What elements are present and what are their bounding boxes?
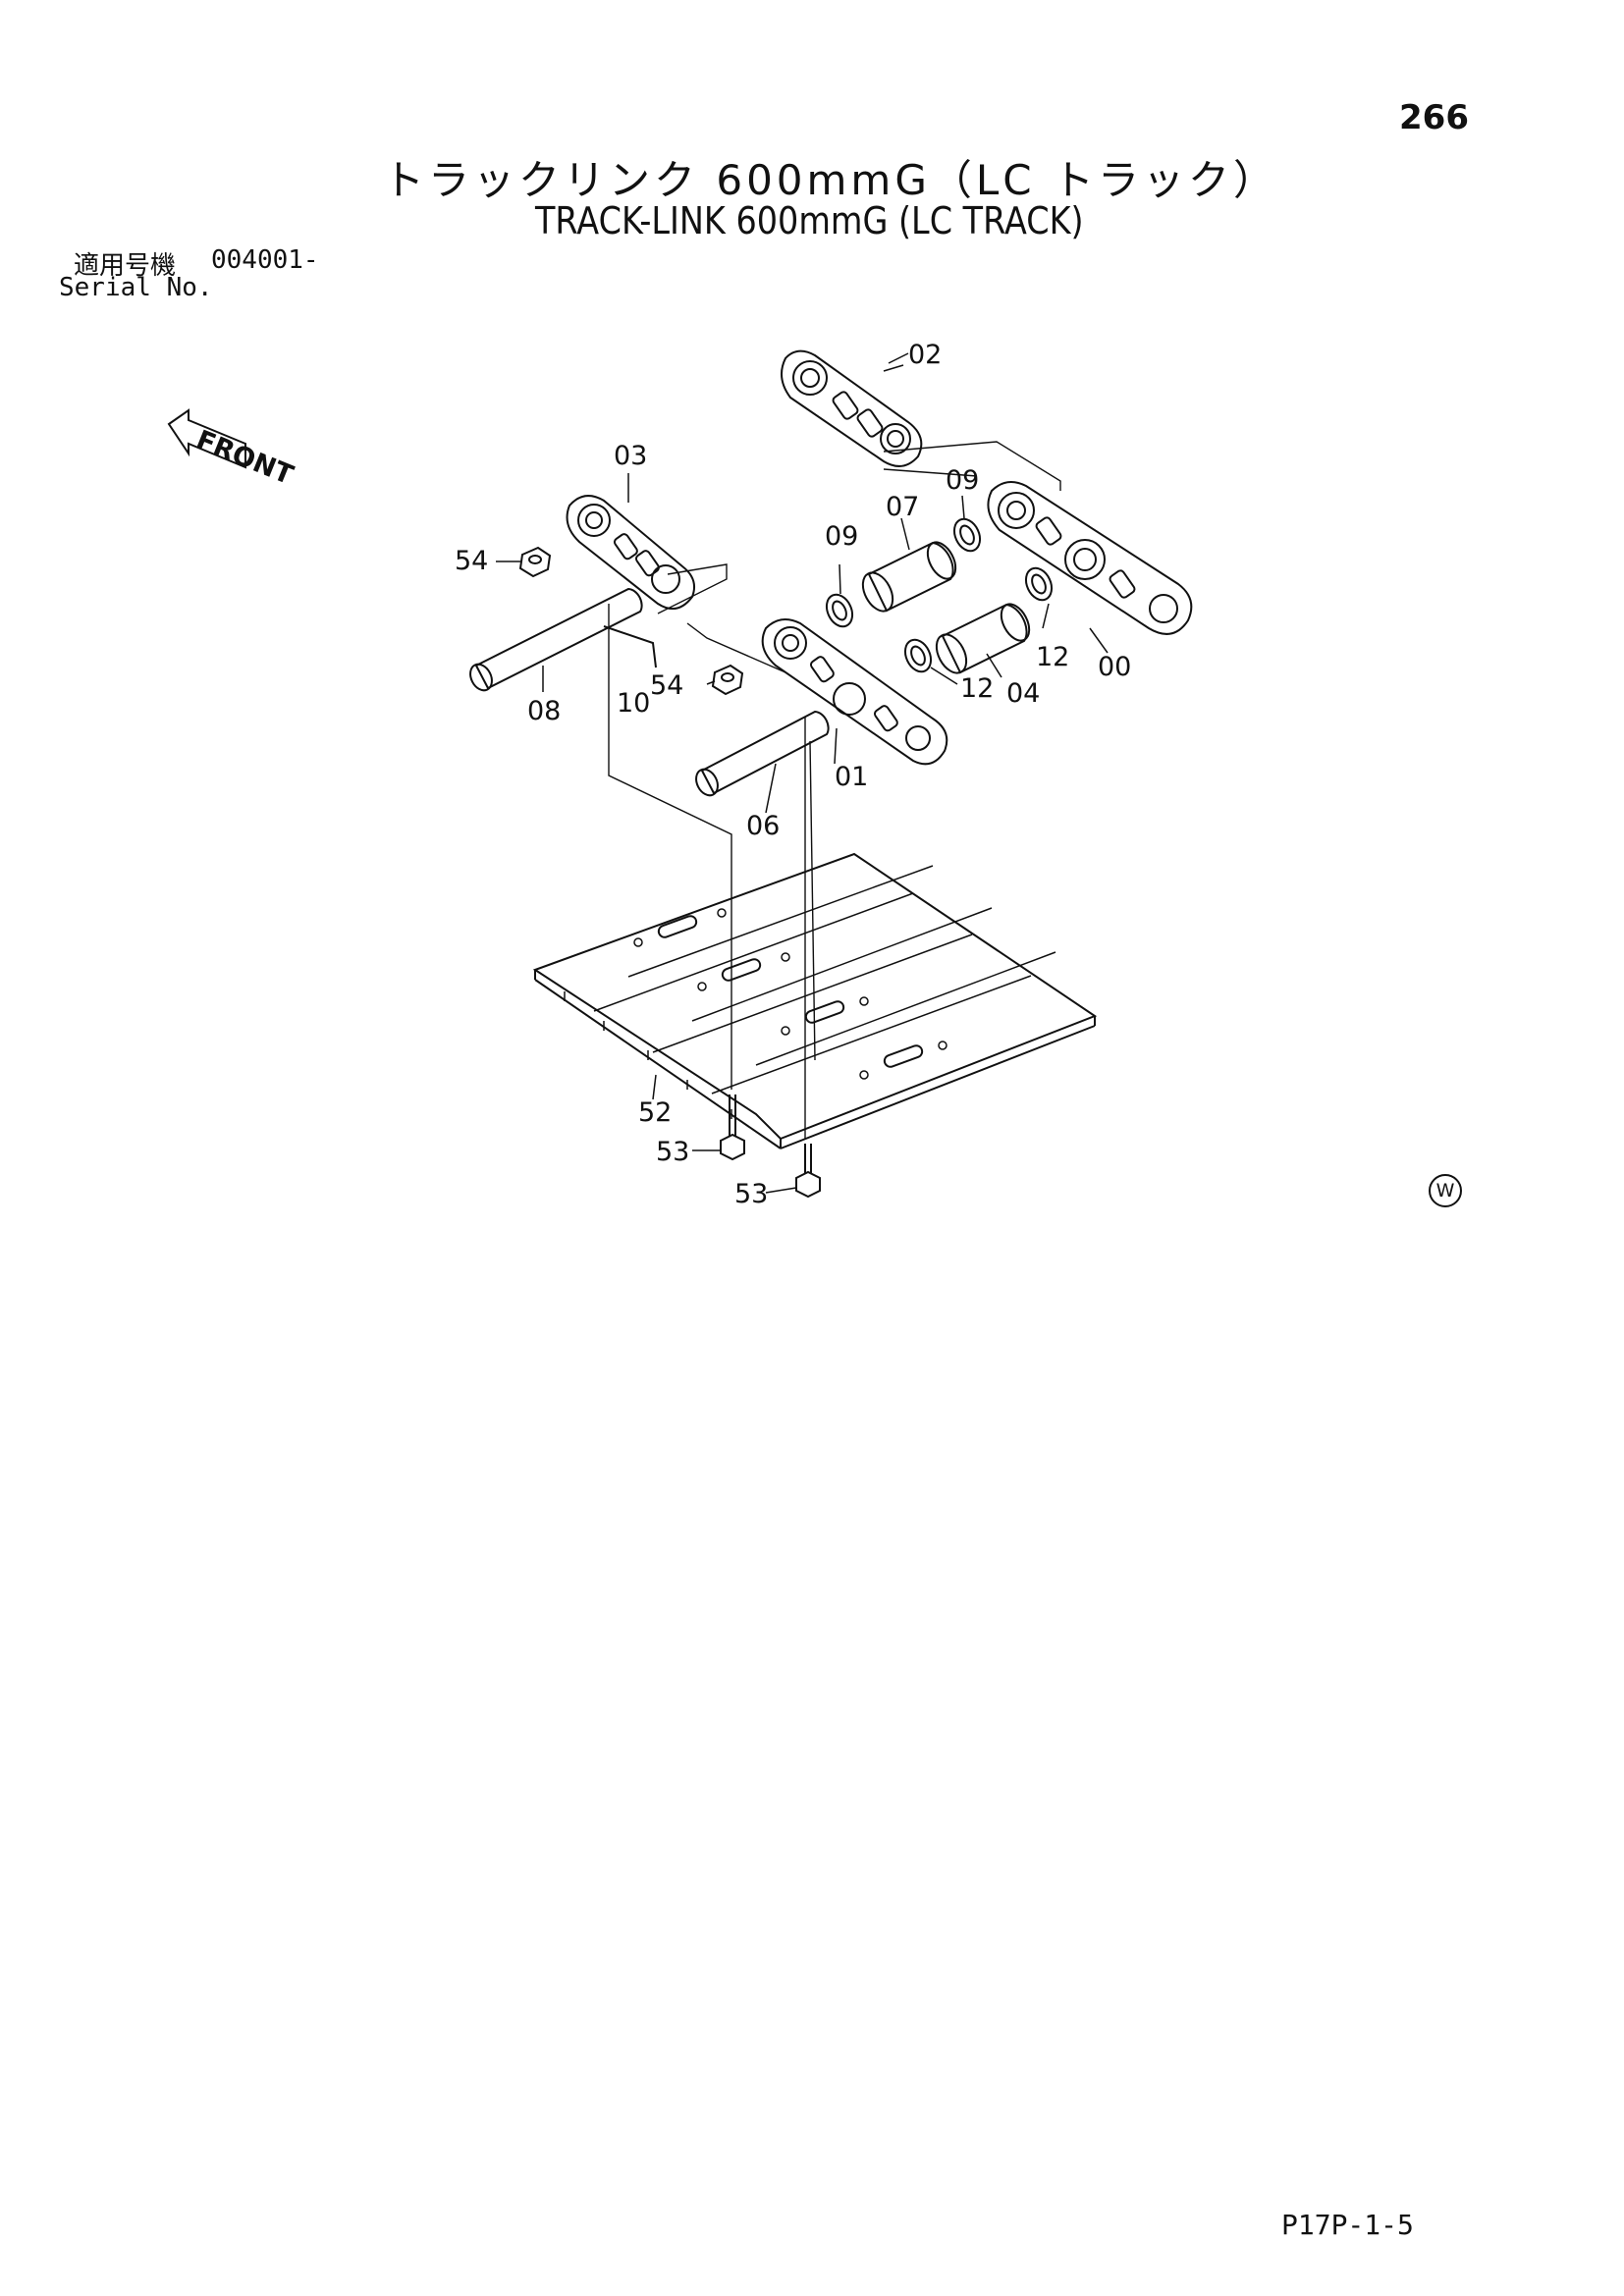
callout-07: 07 [886,492,919,522]
part-06-pin [695,710,830,797]
callout-08: 08 [527,696,561,726]
callout-12a: 12 [1036,642,1069,672]
front-label: FRONT [191,425,298,492]
callout-02: 02 [908,340,942,370]
callout-09a: 09 [946,465,979,496]
callout-03: 03 [614,441,647,471]
callout-54a: 54 [455,546,488,576]
page-number: 266 [1399,98,1469,137]
part-52-shoe [532,852,1098,1149]
front-arrow-icon: FRONT [167,408,298,492]
callout-10: 10 [617,688,650,719]
part-53-bolt [720,1095,821,1199]
part-12-seal [903,566,1054,673]
w-circle-mark: W [1429,1174,1462,1207]
part-04-bushing [935,603,1031,674]
part-02-link [781,349,923,467]
serial-label-japanese: 適用号機 [74,251,177,281]
callout-00: 00 [1098,652,1131,682]
leader-lines [496,364,1109,1194]
part-01-link [761,618,948,766]
guide-lines [608,441,1061,1139]
callout-labels: 02 03 09 07 09 54 00 12 54 12 04 08 10 0… [455,340,1131,1209]
callout-54b: 54 [650,670,683,701]
part-10-spring-pin [603,625,657,668]
callout-12b: 12 [960,673,994,704]
callout-09b: 09 [825,521,858,552]
callout-01: 01 [835,762,868,792]
callout-52: 52 [638,1097,672,1128]
page-code: P17P-1-5 [1281,2209,1414,2241]
serial-number-value: 004001- [211,245,319,275]
part-07-bushing [861,541,957,613]
title-english: TRACK-LINK 600mmG (LC TRACK) [535,199,1084,242]
callout-53a: 53 [656,1137,689,1167]
serial-label-english: Serial No. [59,273,213,302]
callout-04: 04 [1006,678,1040,709]
callout-53b: 53 [734,1179,768,1209]
part-54-nut [518,546,744,696]
part-00-link [987,481,1193,635]
title-japanese: トラックリンク 600mmG（LC トラック） [383,156,1278,204]
callout-06: 06 [746,811,780,841]
part-08-pin [469,587,643,692]
part-09-seal [825,517,982,628]
